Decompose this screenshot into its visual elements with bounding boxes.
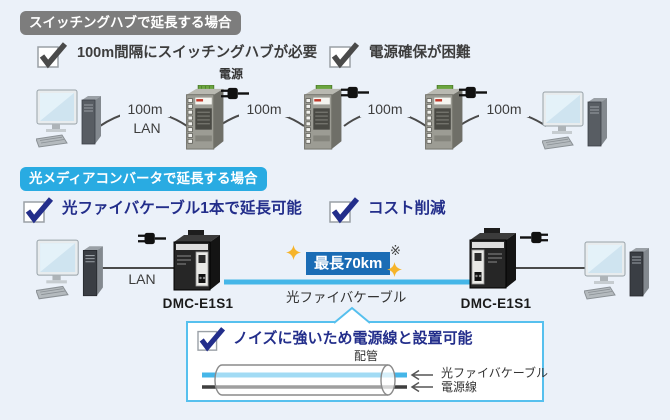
distance-label: 100m [360,102,410,117]
fiber-cable-label: 光ファイバケーブル [286,290,407,305]
checkbox-icon [23,197,53,224]
media-converter-icon [173,230,220,291]
distance-badge-70km: 最長70km [306,252,391,275]
checkbox-icon [197,327,225,352]
note-mark: ※ [390,243,401,258]
power-plug-icon [520,231,548,244]
switching-hub-icon [186,85,224,150]
checkbox-icon [329,42,359,69]
distance-label: 100m [239,102,289,117]
power-label: 電源 [219,67,244,81]
lan-label: LAN [123,272,161,287]
device-model-label: DMC-E1S1 [162,296,234,311]
checkbox-icon [37,42,67,69]
sparkle-icon [387,262,402,277]
pc-icon [36,89,101,148]
distance-label: 100m [120,102,170,117]
conduit-pipe-icon [202,364,433,396]
section2-check-1: 光ファイバケーブル1本で延長可能 [62,200,302,217]
pc-icon [542,91,607,150]
section1-check-1: 100m間隔にスイッチングハブが必要 [77,45,318,61]
pc-icon [584,241,649,300]
checkbox-icon [329,197,359,224]
section2-check-2: コスト削減 [368,200,446,217]
cable-label-fiber: 光ファイバケーブル [441,366,549,380]
section2-title-badge: 光メディアコンバータで延長する場合 [20,167,267,191]
sparkle-icon [286,245,301,260]
distance-label: 100m [479,102,529,117]
lan-label: LAN [127,121,167,136]
section1-title-badge: スイッチングハブで延長する場合 [20,11,241,35]
power-plug-icon [341,86,369,99]
section1-check-2: 電源確保が困難 [369,45,471,61]
switching-hub-icon [425,85,463,150]
pipe-label: 配管 [354,349,379,363]
power-plug-icon [459,86,487,99]
callout-pointer [333,306,371,324]
cable-label-power: 電源線 [441,380,478,394]
pc-icon [36,239,103,300]
callout-check: ノイズに強いため電源線と設置可能 [233,330,473,347]
power-plug-icon [138,232,166,245]
device-model-label: DMC-E1S1 [460,296,532,311]
switching-hub-icon [304,85,342,150]
media-converter-icon [469,228,516,289]
power-plug-icon [221,87,249,100]
